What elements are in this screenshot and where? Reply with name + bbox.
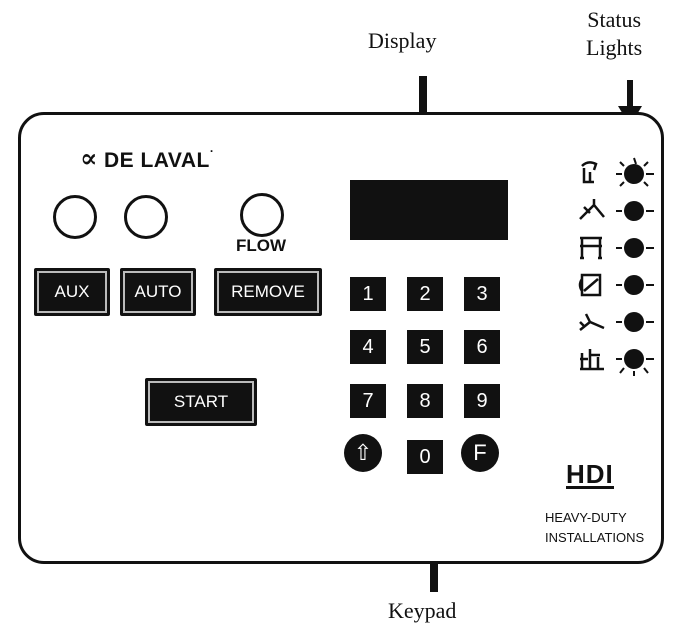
keypad-key-3[interactable]: 3 <box>464 277 500 311</box>
status-icon-1 <box>581 157 654 187</box>
brand-symbol: ∝ <box>80 144 98 174</box>
start-button[interactable]: START <box>145 378 257 426</box>
keypad-key-5[interactable]: 5 <box>407 330 443 364</box>
keypad-key-4[interactable]: 4 <box>350 330 386 364</box>
status-lights-callout-label: Status Lights <box>586 6 642 62</box>
aux-button[interactable]: AUX <box>34 268 110 316</box>
display-callout-label: Display <box>368 28 437 53</box>
status-icon-2 <box>579 199 654 221</box>
indicator-lamp-flow <box>240 193 284 237</box>
remove-button[interactable]: REMOVE <box>214 268 322 316</box>
status-light-6 <box>576 341 660 377</box>
auto-button[interactable]: AUTO <box>120 268 196 316</box>
control-panel <box>18 112 664 564</box>
keypad-key-7[interactable]: 7 <box>350 384 386 418</box>
keypad-up-arrow-button[interactable]: ⇧ <box>344 434 382 472</box>
hdi-tagline: HEAVY-DUTY INSTALLATIONS <box>545 508 644 548</box>
brand-logo: ∝DE LAVAL· <box>80 144 215 174</box>
keypad-key-2[interactable]: 2 <box>407 277 443 311</box>
indicator-lamp-aux <box>53 195 97 239</box>
status-callout-line-2: Lights <box>586 35 643 60</box>
keypad-key-9[interactable]: 9 <box>464 384 500 418</box>
status-light-2 <box>576 193 660 229</box>
status-light-1 <box>576 156 660 192</box>
status-icon-6 <box>580 349 654 376</box>
status-icon-3 <box>580 236 654 260</box>
status-callout-line-1: Status <box>587 7 642 32</box>
hdi-tagline-line-1: HEAVY-DUTY <box>545 510 627 525</box>
keypad-key-0[interactable]: 0 <box>407 440 443 474</box>
status-light-5 <box>576 304 660 340</box>
status-arrow-icon <box>618 80 642 126</box>
hdi-tagline-line-2: INSTALLATIONS <box>545 530 645 545</box>
flow-label: FLOW <box>236 236 287 255</box>
status-icon-5 <box>579 312 654 332</box>
keypad-key-1[interactable]: 1 <box>350 277 386 311</box>
status-light-4 <box>576 267 660 303</box>
keypad-key-6[interactable]: 6 <box>464 330 500 364</box>
brand-name: DE LAVAL <box>103 149 210 172</box>
indicator-lamp-auto <box>124 195 168 239</box>
status-light-3 <box>576 230 660 266</box>
keypad-callout-label: Keypad <box>388 598 457 623</box>
status-icon-4 <box>578 273 654 297</box>
keypad-function-button[interactable]: F <box>461 434 499 472</box>
display-screen <box>350 180 508 240</box>
keypad-key-8[interactable]: 8 <box>407 384 443 418</box>
hdi-logo: HDI <box>566 459 614 489</box>
